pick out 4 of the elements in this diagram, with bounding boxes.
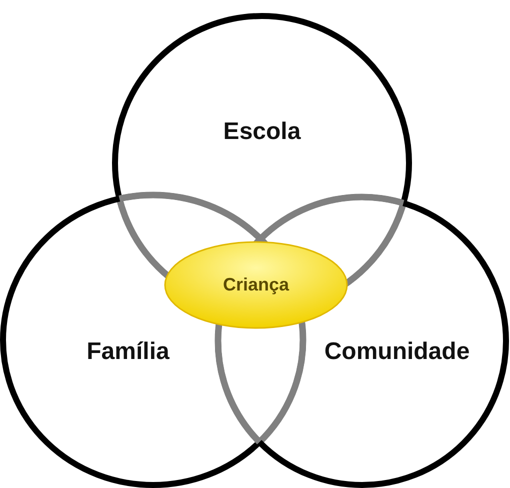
center-label: Criança	[222, 274, 290, 296]
circle-label: Comunidade	[324, 338, 470, 366]
circle-label: Escola	[223, 118, 301, 146]
circle-label: Família	[86, 338, 170, 366]
